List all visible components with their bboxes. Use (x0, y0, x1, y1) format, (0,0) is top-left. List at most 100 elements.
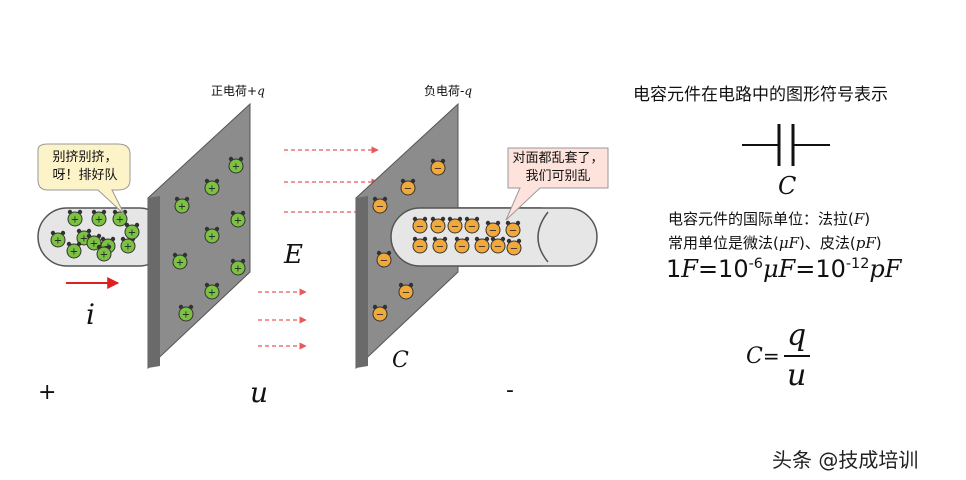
formula-c: C (746, 343, 763, 369)
negative-charge: − (372, 304, 388, 322)
positive-charge: + (67, 209, 83, 227)
negative-charge: − (372, 196, 388, 214)
svg-text:−: − (494, 242, 502, 253)
svg-text:−: − (380, 256, 388, 267)
positive-charge: + (204, 282, 220, 300)
svg-text:−: − (509, 226, 517, 237)
positive-charge: + (178, 304, 194, 322)
unit-conversion: 1F=10-6μF=10-12pF (666, 255, 902, 283)
svg-text:+: + (80, 234, 88, 245)
positive-charge: + (204, 226, 220, 244)
formula-numerator: q (787, 318, 807, 353)
svg-text:+: + (178, 202, 186, 213)
svg-text:+: + (182, 310, 190, 321)
svg-text:+: + (232, 162, 240, 173)
terminal-plus: + (38, 380, 57, 405)
negative-charge: − (490, 236, 506, 254)
capacitance-formula: C = q u (746, 316, 810, 396)
svg-text:−: − (416, 222, 424, 233)
positive-charge: + (228, 156, 244, 174)
negative-charge: − (376, 250, 392, 268)
field-label: E (284, 240, 303, 270)
voltage-label: u (250, 376, 269, 409)
svg-text:−: − (434, 164, 442, 175)
negative-charge: − (474, 236, 490, 254)
positive-charge: + (230, 258, 246, 276)
negative-charge: − (398, 282, 414, 300)
watermark: 头条 @技成培训 (772, 448, 919, 472)
svg-text:−: − (436, 242, 444, 253)
negative-charge: − (485, 220, 501, 238)
negative-charge: − (430, 216, 446, 234)
svg-text:+: + (128, 228, 136, 239)
left-speech-bubble (37, 143, 131, 215)
svg-text:+: + (71, 215, 79, 226)
positive-charge: + (172, 252, 188, 270)
svg-text:+: + (234, 216, 242, 227)
svg-text:+: + (54, 236, 62, 247)
symbol-title: 电容元件在电路中的图形符号表示 (633, 85, 888, 105)
left-bubble-text: 别挤别挤， 呀！排好队 (52, 150, 118, 183)
negative-charges: −−−−−−−−−−−−−−−−−− (372, 158, 522, 322)
positive-charge: + (120, 236, 136, 254)
right-speech-bubble (505, 147, 609, 221)
svg-text:−: − (434, 222, 442, 233)
positive-plate (147, 102, 251, 370)
svg-text:+: + (90, 239, 98, 250)
positive-charge: + (124, 222, 140, 240)
svg-text:+: + (176, 258, 184, 269)
negative-charge: − (454, 236, 470, 254)
negative-charge: − (464, 216, 480, 234)
terminal-minus: - (506, 378, 514, 403)
current-label: i (86, 298, 95, 331)
svg-text:+: + (95, 215, 103, 226)
svg-text:−: − (402, 288, 410, 299)
svg-text:−: − (478, 242, 486, 253)
negative-charge: − (412, 216, 428, 234)
formula-denominator: u (786, 358, 807, 393)
capacitor-label: C (392, 348, 409, 373)
positive-charges: ++++++++++++++++++++ (50, 156, 246, 322)
svg-text:+: + (208, 232, 216, 243)
svg-text:+: + (70, 247, 78, 258)
svg-text:−: − (376, 202, 384, 213)
negative-charge: − (432, 236, 448, 254)
positive-charge: + (91, 209, 107, 227)
positive-charge: + (174, 196, 190, 214)
svg-text:−: − (468, 222, 476, 233)
negative-charge: − (430, 158, 446, 176)
svg-text:−: − (416, 242, 424, 253)
svg-text:+: + (116, 215, 124, 226)
negative-charge: − (400, 178, 416, 196)
formula-fraction: q u (783, 318, 810, 393)
negative-charge: − (505, 220, 521, 238)
svg-text:+: + (234, 264, 242, 275)
svg-text:+: + (208, 288, 216, 299)
positive-charge: + (230, 210, 246, 228)
positive-charge: + (50, 230, 66, 248)
right-bubble-text: 对面都乱套了， 我们可别乱 (512, 151, 604, 184)
symbol-letter: C (778, 172, 797, 200)
positive-charge: + (204, 178, 220, 196)
svg-text:−: − (458, 242, 466, 253)
positive-charge: + (112, 209, 128, 227)
positive-charge: + (96, 244, 112, 262)
svg-text:−: − (489, 226, 497, 237)
negative-charge: − (447, 216, 463, 234)
negative-plate-label: 负电荷-q (424, 84, 473, 98)
svg-text:+: + (124, 242, 132, 253)
svg-text:−: − (510, 244, 518, 255)
negative-charge: − (506, 238, 522, 256)
svg-text:+: + (208, 184, 216, 195)
svg-text:−: − (376, 310, 384, 321)
positive-charge: + (66, 241, 82, 259)
unit-line-1: 电容元件的国际单位：法拉(F) (668, 210, 871, 228)
svg-text:+: + (100, 250, 108, 261)
negative-charge: − (412, 236, 428, 254)
unit-line-2: 常用单位是微法(μF)、皮法(pF) (668, 234, 882, 252)
capacitor-symbol (742, 124, 830, 166)
svg-text:−: − (451, 222, 459, 233)
positive-plate-label: 正电荷+q (211, 84, 265, 98)
formula-eq: = (762, 344, 780, 368)
